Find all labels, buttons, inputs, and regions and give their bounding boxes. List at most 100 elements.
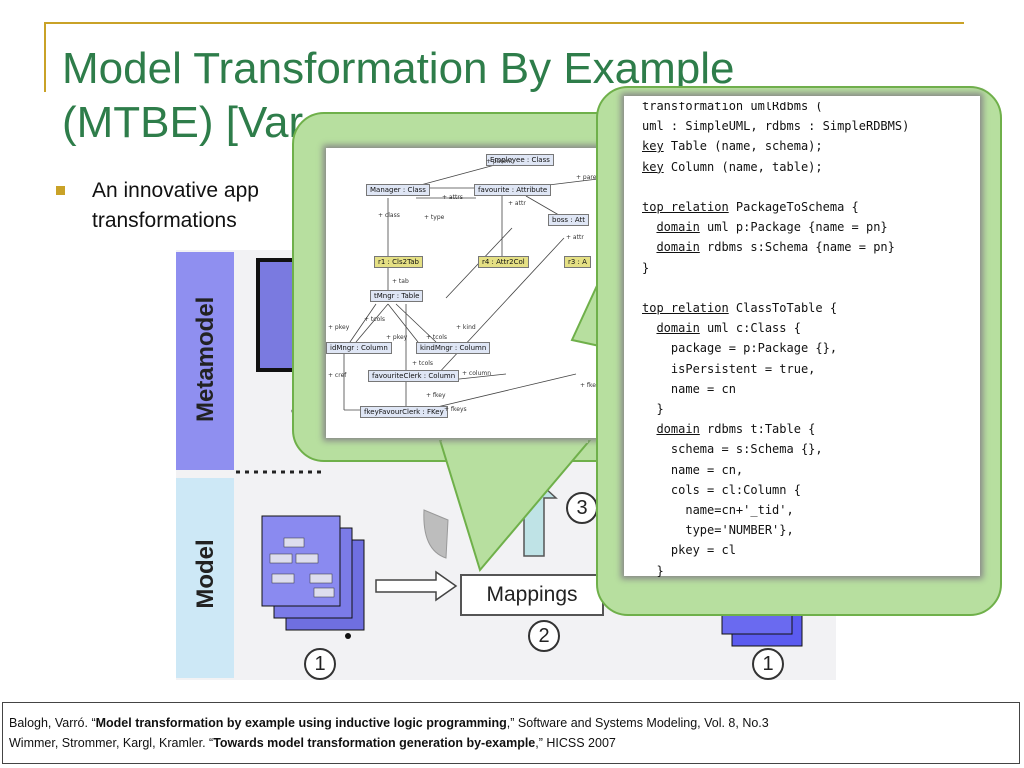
step-1-badge: 1 (304, 648, 336, 680)
code-line: } (642, 399, 996, 419)
code-text: } (656, 402, 664, 417)
code-keyword: top relation (642, 301, 729, 316)
code-keyword: domain (656, 220, 700, 235)
code-keyword: domain (656, 240, 700, 255)
edge-label-kind: + kind (456, 324, 476, 331)
graph-node-employee: Employee : Class (486, 154, 554, 166)
code-text: name = cn, (670, 462, 744, 477)
bullet-text: An innovative app transformations (92, 176, 259, 236)
reference-2: Wimmer, Strommer, Kargl, Kramler. “Towar… (9, 733, 1019, 753)
graph-node-favclerk: favouriteClerk : Column (368, 370, 460, 382)
graph-node-tmngr: tMngr : Table (370, 290, 424, 302)
edge-label-tcols-2: + tcols (426, 334, 448, 341)
code-text: type='NUMBER'}, (685, 523, 794, 538)
ref-1-authors: Balogh, Varró. “ (9, 716, 96, 730)
code-line: key Table (name, schema); (642, 136, 996, 156)
code-line: isPersistent = true, (642, 359, 996, 379)
edge-label-class: + class (378, 212, 400, 219)
code-line: schema = s:Schema {}, (642, 439, 996, 459)
code-text: package = p:Package {}, (670, 341, 838, 356)
ref-2-title: Towards model transformation generation … (213, 736, 536, 750)
code-line: domain rdbms t:Table { (642, 419, 996, 439)
ref-1-title: Model transformation by example using in… (95, 716, 507, 730)
edge-label-fkey: + fkey (426, 392, 446, 399)
graph-node-favourite: favourite : Attribute (474, 184, 552, 196)
code-text: rdbms t:Table { (699, 422, 816, 437)
code-text: pkey = cl (670, 543, 736, 558)
code-line: uml : SimpleUML, rdbms : SimpleRDBMS) (642, 119, 910, 134)
bullet-line-2: transformations (92, 209, 237, 232)
graph-node-kindmngr: kindMngr : Column (416, 342, 491, 354)
bullet-marker-icon (56, 186, 65, 195)
graph-node-fkey: fkeyFavourClerk : FKey (360, 406, 448, 418)
code-line: cols = cl:Column { (642, 480, 996, 500)
code-text: uml c:Class { (699, 321, 801, 336)
code-keyword: top relation (642, 200, 729, 215)
qvt-code-panel (624, 96, 980, 576)
graph-node-idmngr: idMngr : Column (326, 342, 392, 354)
slide-title: Model Transformation By Example (MTBE) [… (62, 42, 735, 150)
left-mapping-arrow (375, 570, 458, 602)
code-text: schema = s:Schema {}, (670, 442, 823, 457)
code-text: Column (name, table); (663, 159, 823, 174)
edge-label-tcols-3: + tcols (412, 360, 434, 367)
code-line: top relation ClassToTable { (642, 298, 996, 318)
references-footer: Balogh, Varró. “Model transformation by … (2, 702, 1020, 764)
graph-node-r1: r1 : Cls2Tab (374, 256, 423, 268)
code-keyword: domain (656, 422, 700, 437)
code-line: top relation PackageToSchema { (642, 197, 996, 217)
edge-label-type: + type (424, 214, 445, 221)
code-blank (642, 177, 996, 197)
code-line: } (642, 561, 996, 580)
graph-node-manager: Manager : Class (366, 184, 430, 196)
edge-label-pkey-2: + pkey (386, 334, 408, 341)
code-line: name=cn+'_tid', (642, 500, 996, 520)
ref-1-venue: ,” Software and Systems Modeling, Vol. 8… (506, 716, 769, 730)
grey-shape (423, 509, 449, 559)
title-line-1: Model Transformation By Example (62, 44, 735, 93)
code-line: name = cn, (642, 460, 996, 480)
code-text: Table (name, schema); (663, 139, 823, 154)
code-text: name = cn (670, 381, 736, 396)
edge-label-parent-2: + parent (576, 174, 603, 181)
code-line: type='NUMBER'}, (642, 520, 996, 540)
code-text: isPersistent = true, (670, 361, 816, 376)
object-graph-panel: Employee : Class Manager : Class favouri… (326, 148, 618, 438)
model-band (176, 478, 234, 678)
edge-label-attr: + attr (508, 200, 526, 207)
header-side-rule (44, 22, 46, 92)
graph-node-boss: boss : Att (548, 214, 589, 226)
code-text: name=cn+'_tid', (685, 503, 794, 518)
graph-callout-tail (438, 440, 592, 573)
edge-label-tab: + tab (392, 278, 409, 285)
code-text: PackageToSchema { (728, 200, 859, 215)
step-1b-badge: 1 (752, 648, 784, 680)
graph-node-r4: r4 : Attr2Col (478, 256, 529, 268)
edge-label-attrs: + attrs (442, 194, 463, 201)
edge-label-fkey-2: + fkey (580, 382, 600, 389)
edge-label-pkey: + pkey (328, 324, 350, 331)
code-text: cols = cl:Column { (670, 482, 801, 497)
edge-label-column: + column (462, 370, 492, 377)
code-line: name = cn (642, 379, 996, 399)
code-text: rdbms s:Schema {name = pn} (699, 240, 895, 255)
code-line: domain rdbms s:Schema {name = pn} (642, 237, 996, 257)
reference-1: Balogh, Varró. “Model transformation by … (9, 713, 1019, 733)
code-keyword: key (642, 159, 664, 174)
code-blank (642, 278, 996, 298)
qvt-code-listing: transformation umlRdbms (uml : SimpleUML… (628, 102, 996, 580)
code-keyword: domain (656, 321, 700, 336)
edge-label-parent: + parent (486, 158, 513, 165)
code-line: pkey = cl (642, 540, 996, 560)
graph-node-r3: r3 : A (564, 256, 591, 268)
edge-label-tcols: + tcols (364, 316, 386, 323)
edge-label-attr-2: + attr (566, 234, 584, 241)
ref-2-authors: Wimmer, Strommer, Kargl, Kramler. “ (9, 736, 214, 750)
header-rule (44, 22, 964, 24)
metamodel-box (256, 258, 300, 372)
code-line: } (642, 260, 650, 275)
ref-2-venue: ,” HICSS 2007 (535, 736, 616, 750)
bullet-line-1: An innovative app (92, 179, 259, 202)
mappings-box: Mappings (460, 574, 604, 616)
edge-label-cref: + cref (328, 372, 347, 379)
